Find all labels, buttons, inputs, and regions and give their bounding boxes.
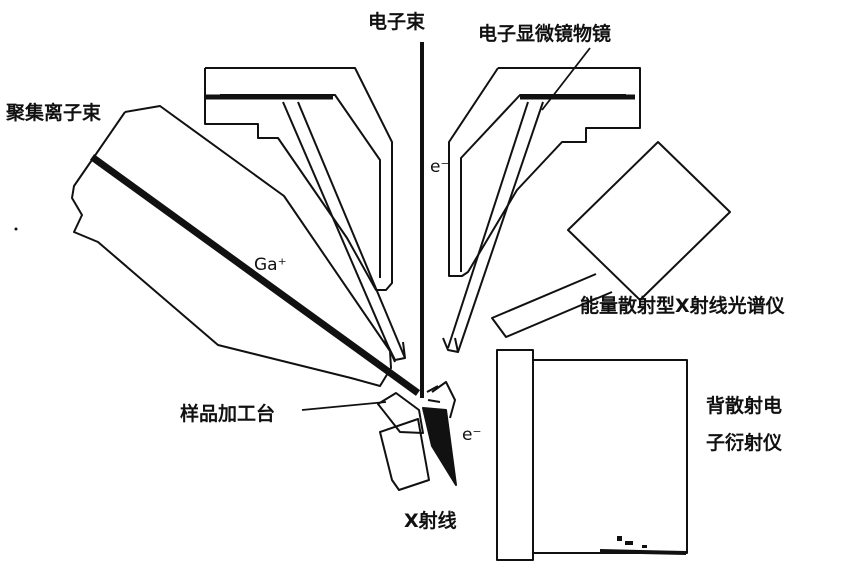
label-electron-bottom: e⁻ [462, 425, 481, 445]
electron-cone [282, 101, 544, 363]
label-xray: X射线 [404, 509, 457, 532]
label-sem-objective: 电子显微镜物镜 [478, 22, 611, 45]
label-focused-ion-beam: 聚集离子束 [5, 101, 102, 124]
sem-pole-piece-left [204, 67, 393, 291]
leader-lines [301, 47, 591, 411]
label-electron-beam: 电子束 [368, 10, 426, 33]
sample-stage [377, 381, 457, 491]
label-ebsd-line2: 子衍射仪 [706, 431, 783, 454]
sem-pole-piece-right [448, 67, 641, 277]
ion-beam-line [89, 154, 421, 396]
label-sample-stage: 样品加工台 [180, 402, 275, 425]
label-ebsd-line1: 背散射电 [706, 394, 782, 417]
label-eds: 能量散射型X射线光谱仪 [580, 294, 786, 317]
ebsd-detector [496, 349, 688, 561]
eds-detector [491, 141, 731, 338]
fib-column [71, 105, 392, 387]
label-ga-ion: Ga⁺ [254, 255, 287, 275]
label-electron-top: e⁻ [430, 157, 449, 177]
